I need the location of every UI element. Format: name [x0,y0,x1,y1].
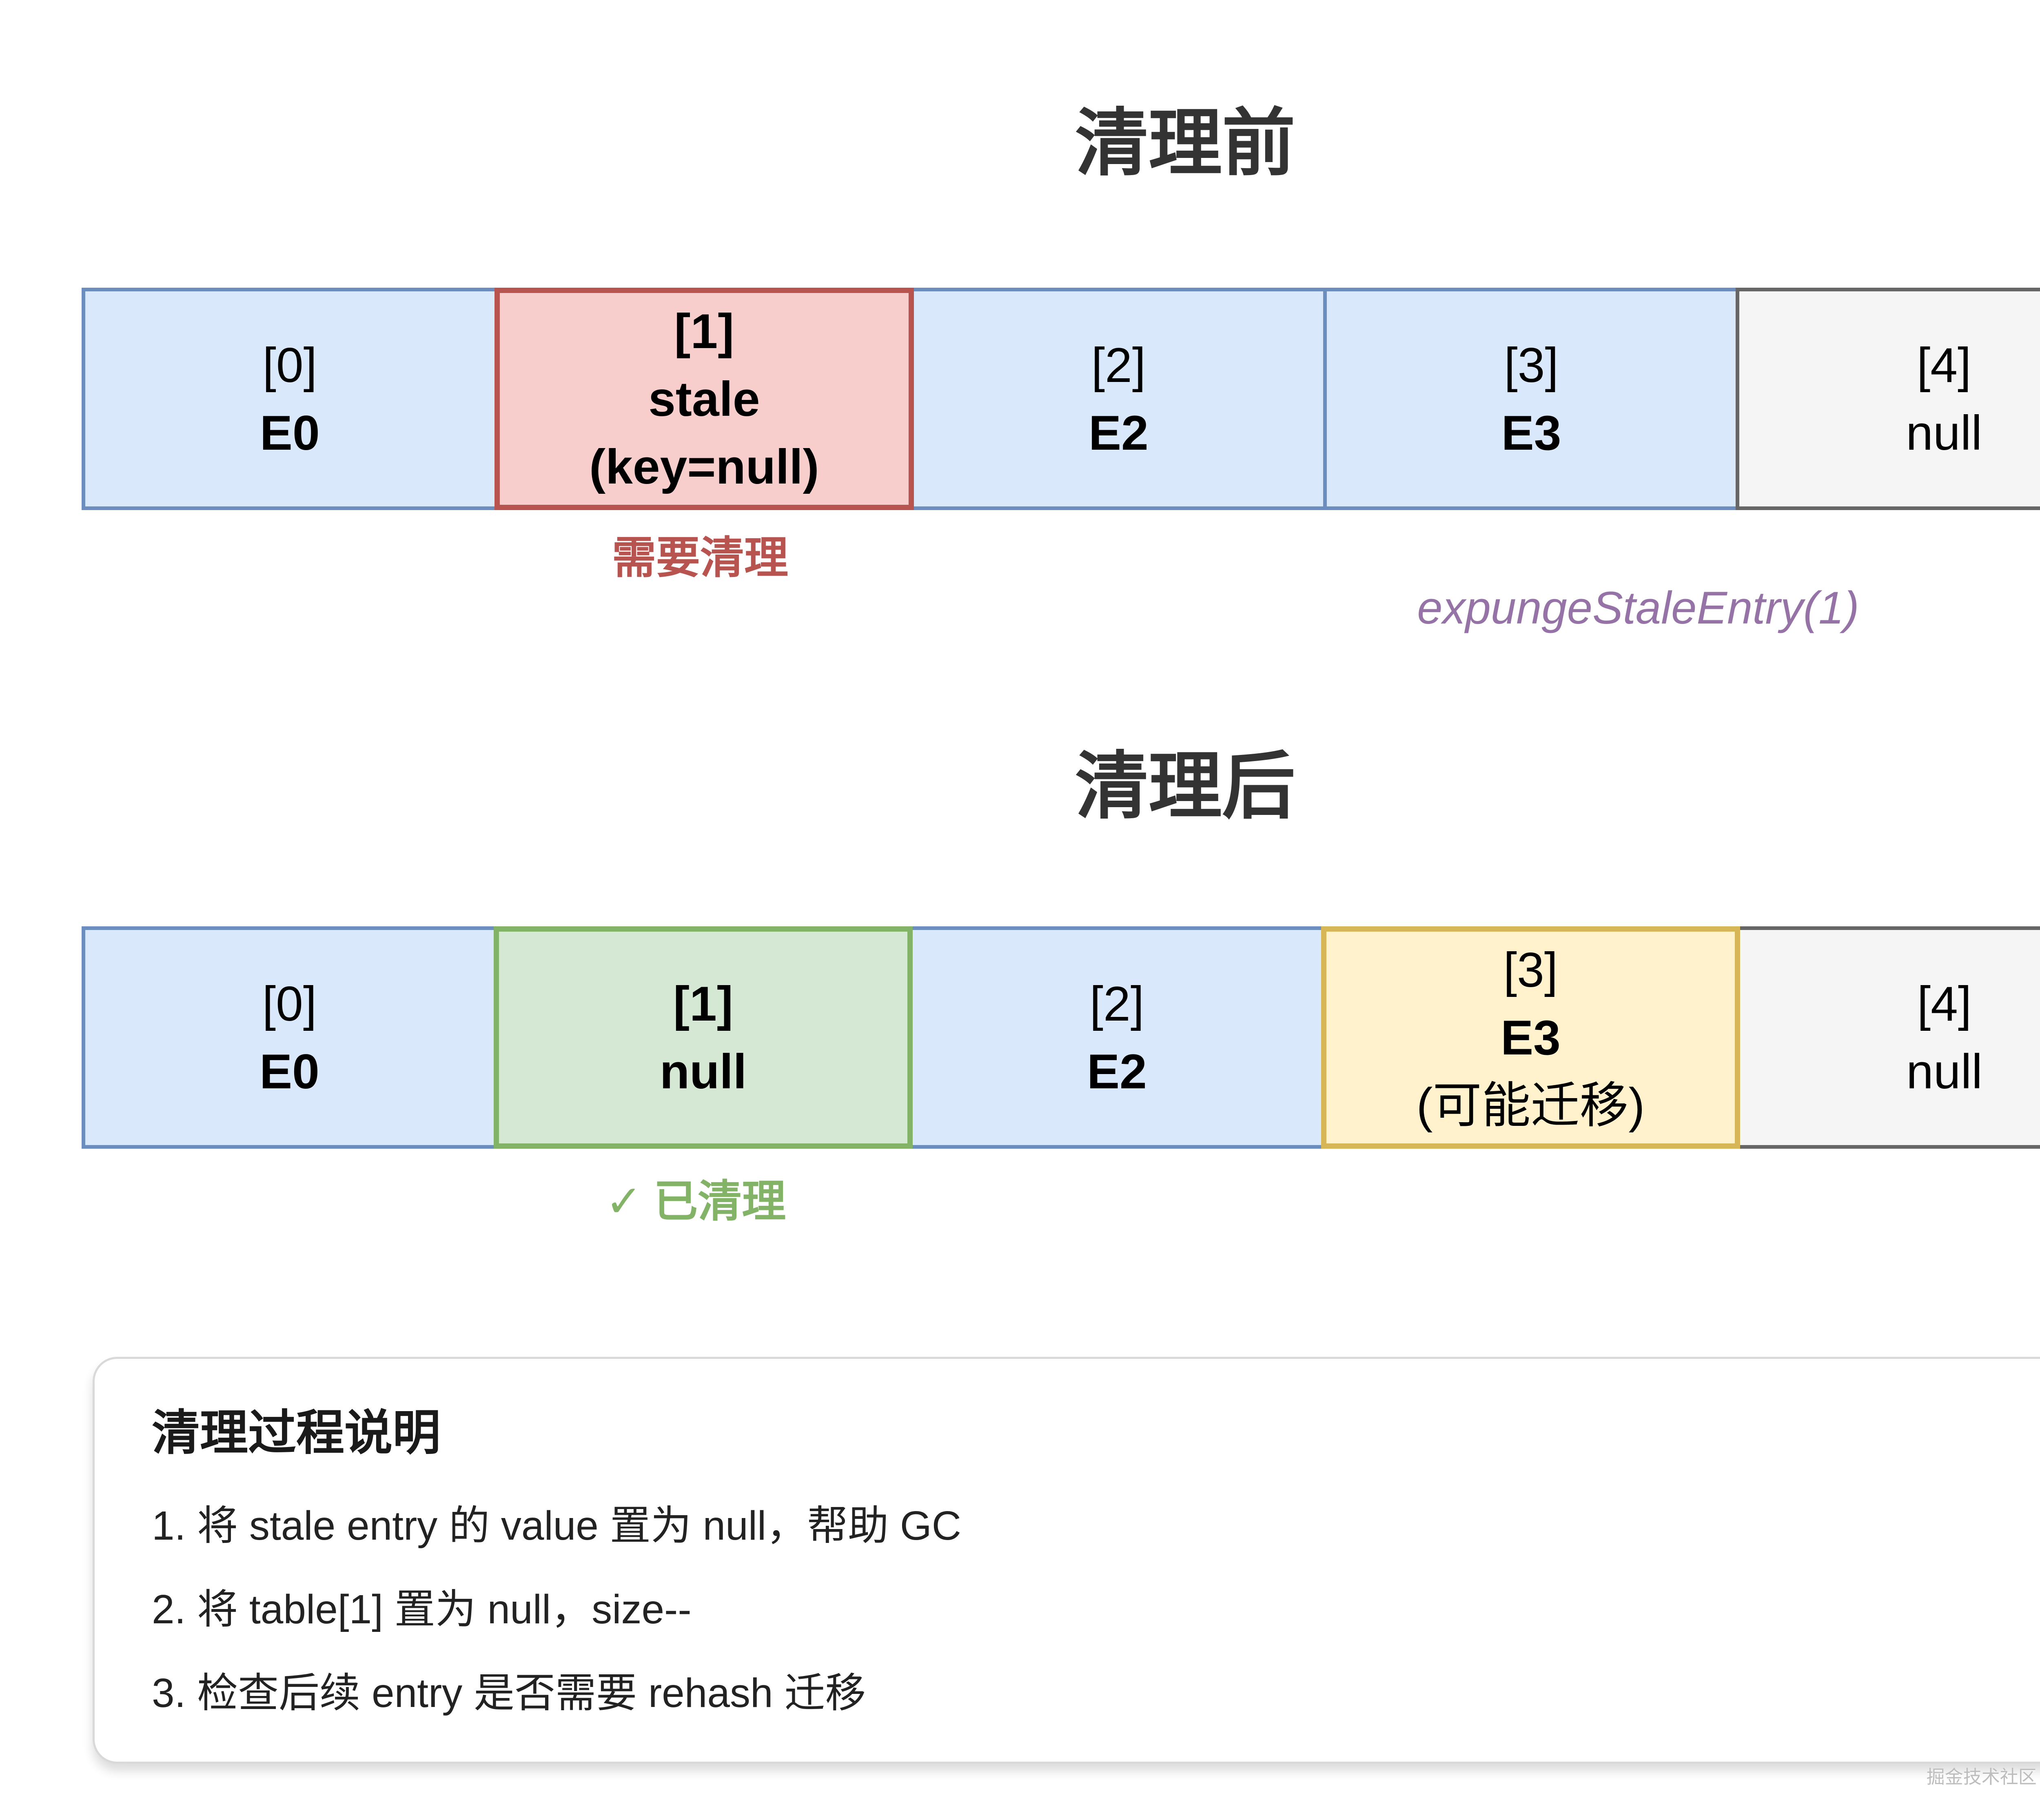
cleaned-label-text: 已清理 [654,1176,786,1226]
before-cell-1: [1] stale (key=null) [494,288,914,510]
before-cell-2-line: E2 [1089,405,1149,460]
explanation-list: 1. 将 stale entry 的 value 置为 null，帮助 GC 2.… [152,1495,2040,1724]
after-array: [0]E0[1]null[2]E2[3]E3(可能迁移)[4]null [82,926,2040,1149]
after-cell-3-line: [3] [1503,942,1558,997]
after-cell-1-line: [1] [673,976,733,1031]
before-cell-2-line: [2] [1091,337,1146,393]
after-cell-2-line: E2 [1087,1044,1147,1099]
before-cell-4-line: [4] [1916,337,1971,393]
before-cell-4-line: null [1906,405,1982,460]
check-icon: ✓ [605,1176,643,1226]
after-cell-0-line: [0] [262,976,317,1031]
explanation-item-2: 2. 将 table[1] 置为 null，size-- [152,1586,692,1632]
after-cell-1: [1] null [494,926,913,1149]
explanation-item-3: 3. 检查后续 entry 是否需要 rehash 迁移 [152,1670,866,1716]
after-cell-4-line: [4] [1917,976,1972,1031]
before-cell-0-line: E0 [259,405,320,460]
before-cell-0-line: [0] [262,337,317,393]
before-cell-3-line: [3] [1504,337,1559,393]
before-cell-4: [4] null [1736,288,2040,510]
explanation-title: 清理过程说明 [152,1406,441,1460]
before-array: [0]E0[1]stale(key=null)[2]E2[3]E3[4]null [82,288,2040,510]
after-cell-3: [3] E3 (可能迁移) [1321,926,1740,1149]
after-cell-3-line: E3 [1501,1010,1561,1065]
before-cell-0: [0]E0 [82,288,498,510]
before-cell-3: [3]E3 [1323,288,1740,510]
after-cell-2-line: [2] [1089,976,1144,1031]
before-cell-2: [2]E2 [910,288,1327,510]
cleaned-label: ✓已清理 [605,1177,786,1226]
after-cell-2: [2]E2 [909,926,1325,1149]
expunge-function-label: expungeStaleEntry(1) [1417,582,1859,633]
after-cell-1-line: null [659,1044,747,1099]
after-cell-3-line: (可能迁移) [1416,1078,1645,1133]
before-cell-1-line: stale [648,371,760,426]
after-cell-4-line: null [1906,1044,1982,1099]
explanation-item-1: 1. 将 stale entry 的 value 置为 null，帮助 GC [152,1503,961,1549]
before-cell-1-line: (key=null) [589,439,819,494]
after-cell-4: [4] null [1736,926,2040,1149]
needs-cleanup-label: 需要清理 [612,533,789,582]
after-cell-0: [0]E0 [82,926,497,1149]
watermark: 掘金技术社区 @ 镜花水月linyi [1926,1767,2040,1787]
after-title: 清理后 [1075,746,1296,828]
before-title: 清理前 [1075,102,1296,184]
explanation-box: 清理过程说明 1. 将 stale entry 的 value 置为 null，… [93,1357,2040,1764]
before-cell-1-line: [1] [674,304,734,359]
after-cell-0-line: E0 [259,1044,319,1099]
before-cell-3-line: E3 [1501,405,1561,460]
